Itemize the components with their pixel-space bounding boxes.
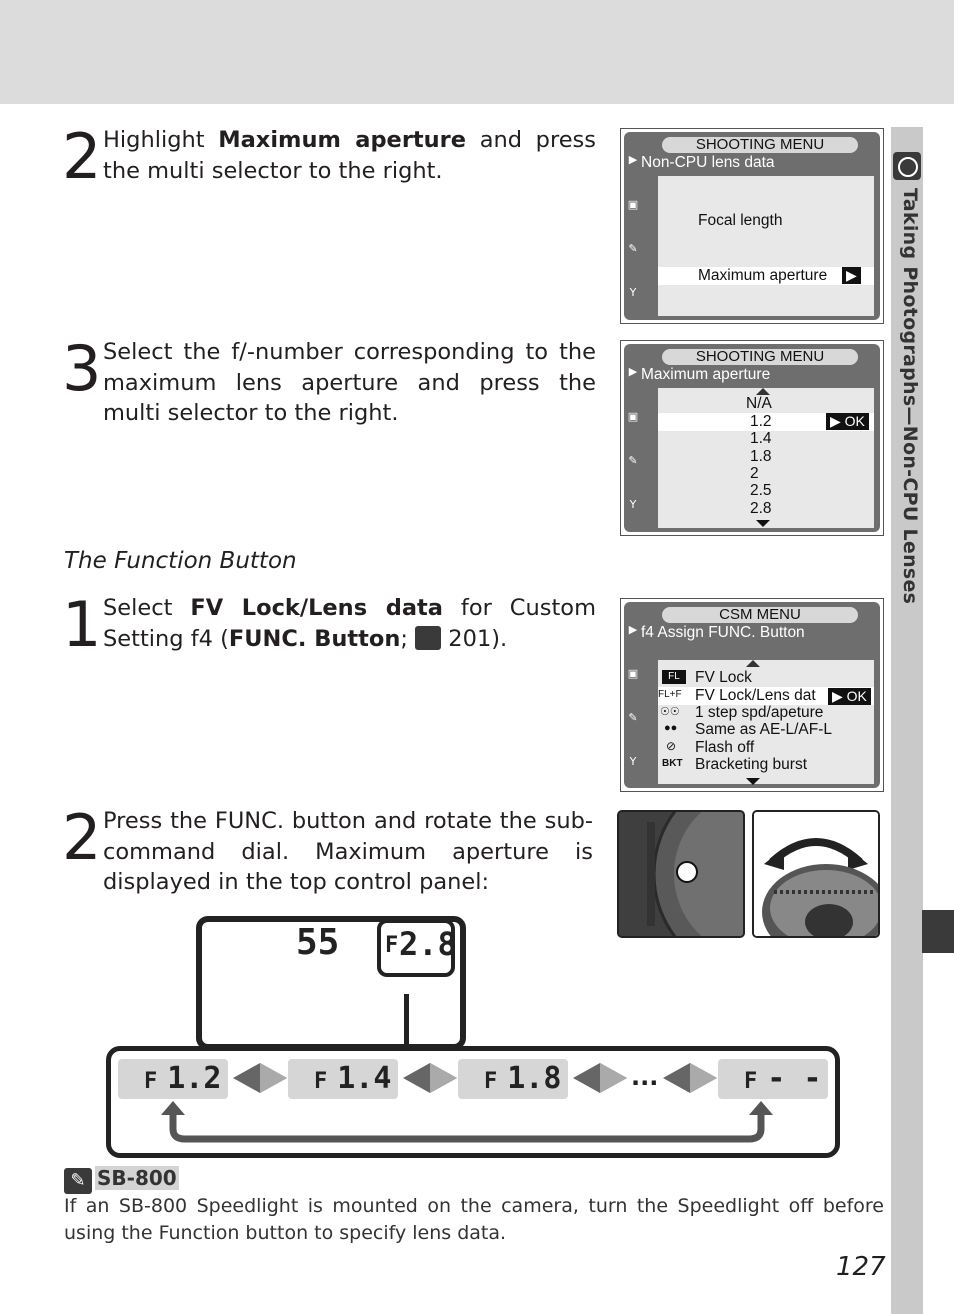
func-button-photo	[617, 810, 745, 938]
spd-aperture-icon: ☉☉	[660, 706, 680, 718]
step-number: 1	[62, 588, 102, 661]
note-body: If an SB-800 Speedlight is mounted on th…	[64, 1195, 884, 1244]
fv-lock-lens-icon: FL+F	[658, 689, 682, 700]
option-flash-off[interactable]: Flash off	[695, 739, 755, 756]
play-icon: ▶	[628, 153, 638, 166]
diamond-arrow-icon	[403, 1063, 457, 1093]
sidebar-strip	[891, 127, 923, 1314]
camera-icon: ▣	[627, 410, 639, 423]
aperture-display: 2.8	[399, 925, 457, 963]
play-icon: ▶	[628, 365, 638, 378]
note-title: SB-800	[95, 1166, 179, 1190]
pencil-icon: ✎	[628, 242, 638, 255]
bkt-icon: BKT	[662, 758, 683, 769]
option-2-5[interactable]: 2.5	[750, 482, 772, 499]
diamond-arrow-icon	[573, 1063, 627, 1093]
step-number: 3	[62, 332, 102, 405]
ok-indicator: ▶ OK	[826, 413, 869, 430]
cycle-step-none: F- -	[718, 1059, 828, 1099]
option-1-step[interactable]: 1 step spd/apeture	[695, 704, 824, 721]
step-number: 2	[62, 120, 102, 193]
option-na[interactable]: N/A	[746, 395, 772, 412]
wrench-icon: Y	[629, 755, 637, 768]
camera-icon: ▣	[627, 198, 639, 211]
step-text: Highlight Maximum aperture and press the…	[103, 127, 596, 184]
menu-screen-csm: ▶ ▣ ✎ Y CSM MENU f4 Assign FUNC. Button …	[620, 598, 884, 792]
camera-icon: ▣	[627, 667, 639, 680]
step-text: Select the f/-number corresponding to th…	[103, 339, 596, 426]
shutter-speed-display: 55	[296, 922, 340, 963]
scroll-down-icon	[756, 520, 770, 527]
menu-panel	[658, 388, 874, 528]
menu-subheader: Maximum aperture	[641, 366, 771, 383]
ellipsis: ...	[631, 1063, 659, 1091]
step-text: Press the FUNC. button and rotate the su…	[103, 808, 593, 895]
diamond-arrow-icon	[663, 1063, 717, 1093]
page-number: 127	[836, 1252, 886, 1282]
return-arrow-icon	[161, 1101, 773, 1143]
func-button-illustration	[619, 812, 743, 936]
option-2[interactable]: 2	[750, 465, 759, 482]
menu-header: SHOOTING MENU	[662, 349, 858, 365]
top-control-panel: 55 F 2.8	[196, 916, 466, 1050]
ae-lock-icon: ●●	[664, 722, 678, 734]
section-title: The Function Button	[64, 548, 297, 574]
top-band	[0, 0, 954, 104]
diamond-arrow-icon	[233, 1063, 287, 1093]
menu-panel	[658, 660, 874, 784]
menu-item-selected[interactable]	[658, 413, 874, 431]
wrench-icon: Y	[629, 498, 637, 511]
play-icon: ▶	[628, 623, 638, 636]
option-1-8[interactable]: 1.8	[750, 448, 772, 465]
note-pencil-icon: ✎	[64, 1168, 92, 1194]
menu-item-focal-length[interactable]: Focal length	[698, 212, 783, 229]
camera-lens-icon	[893, 152, 921, 180]
aperture-highlight: F 2.8	[377, 919, 457, 977]
aperture-prefix: F	[385, 933, 399, 958]
menu-item-selected[interactable]	[658, 267, 874, 285]
sidebar-title: Taking Photographs—Non-CPU Lenses	[899, 188, 921, 605]
menu-header: CSM MENU	[662, 607, 858, 623]
arrow-right-icon: ▶	[842, 267, 861, 284]
pencil-icon: ✎	[628, 711, 638, 724]
option-1-4[interactable]: 1.4	[750, 430, 772, 447]
page-reference-icon	[415, 625, 442, 650]
fv-lock-icon: FL	[662, 670, 686, 684]
scroll-up-icon	[756, 388, 770, 395]
flash-off-icon: ⊘	[666, 739, 677, 753]
scroll-down-icon	[746, 778, 760, 785]
scroll-up-icon	[746, 660, 760, 667]
step-text: Select FV Lock/Lens data for Custom Sett…	[103, 595, 596, 652]
ok-indicator: ▶ OK	[828, 688, 871, 705]
option-same-as-ael[interactable]: Same as AE-L/AF-L	[695, 721, 832, 738]
menu-subheader: f4 Assign FUNC. Button	[641, 624, 805, 641]
option-bracketing[interactable]: Bracketing burst	[695, 756, 807, 773]
menu-screen-non-cpu: ▶ ▣ ✎ Y SHOOTING MENU Non-CPU lens data …	[620, 128, 884, 324]
option-1-2[interactable]: 1.2	[750, 413, 772, 430]
pencil-icon: ✎	[628, 454, 638, 467]
menu-header: SHOOTING MENU	[662, 137, 858, 153]
menu-item-selected[interactable]	[658, 687, 874, 705]
dial-rotation-illustration	[754, 812, 878, 936]
wrench-icon: Y	[629, 286, 637, 299]
option-2-8[interactable]: 2.8	[750, 500, 772, 517]
option-fv-lock[interactable]: FV Lock	[695, 669, 752, 686]
step-number: 2	[62, 801, 102, 874]
option-fv-lock-lens[interactable]: FV Lock/Lens dat	[695, 687, 816, 704]
sub-command-dial-photo	[752, 810, 880, 938]
menu-screen-max-aperture: ▶ ▣ ✎ Y SHOOTING MENU Maximum aperture N…	[620, 340, 884, 536]
menu-subheader: Non-CPU lens data	[641, 154, 775, 171]
chapter-tab	[922, 910, 954, 953]
menu-item-maximum-aperture[interactable]: Maximum aperture	[698, 267, 828, 284]
menu-panel	[658, 176, 874, 316]
connector-line	[404, 994, 409, 1050]
